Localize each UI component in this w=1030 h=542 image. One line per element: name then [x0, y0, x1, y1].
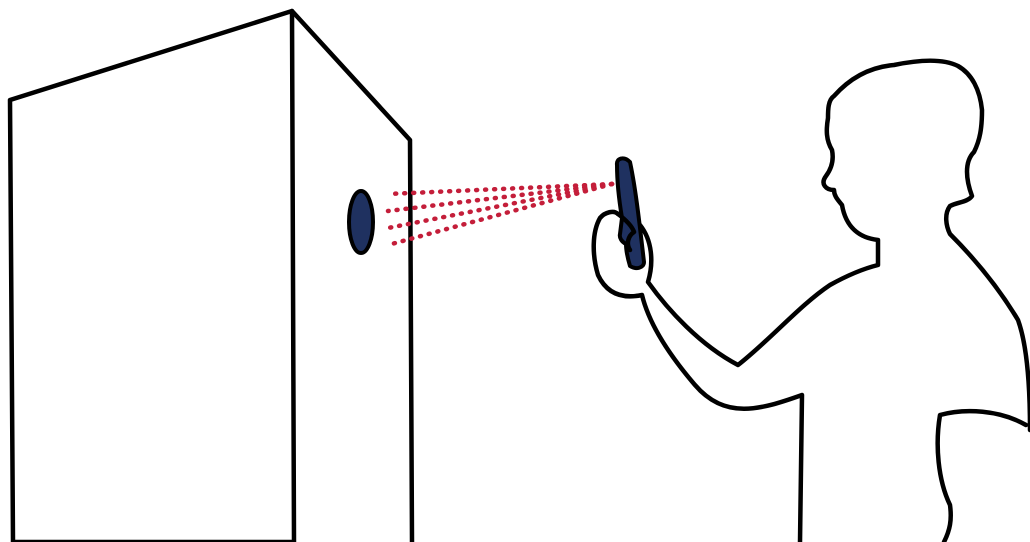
smartphone — [614, 156, 646, 271]
signal-beam-dots — [385, 181, 615, 248]
box-enclosure — [7, 8, 415, 542]
hand-fingers — [615, 211, 637, 253]
signal-beam-line — [385, 181, 615, 197]
finger-outline — [615, 211, 637, 253]
signal-beam-line — [385, 181, 615, 214]
box-side-face — [289, 8, 415, 542]
phone-body — [614, 156, 646, 271]
box-front-face — [7, 8, 297, 542]
person-body-outline — [591, 58, 1030, 542]
wall-sensor-disc — [347, 189, 375, 255]
person-silhouette — [591, 58, 1030, 542]
signal-beam-line — [385, 181, 615, 248]
signal-beam-line — [385, 181, 615, 231]
